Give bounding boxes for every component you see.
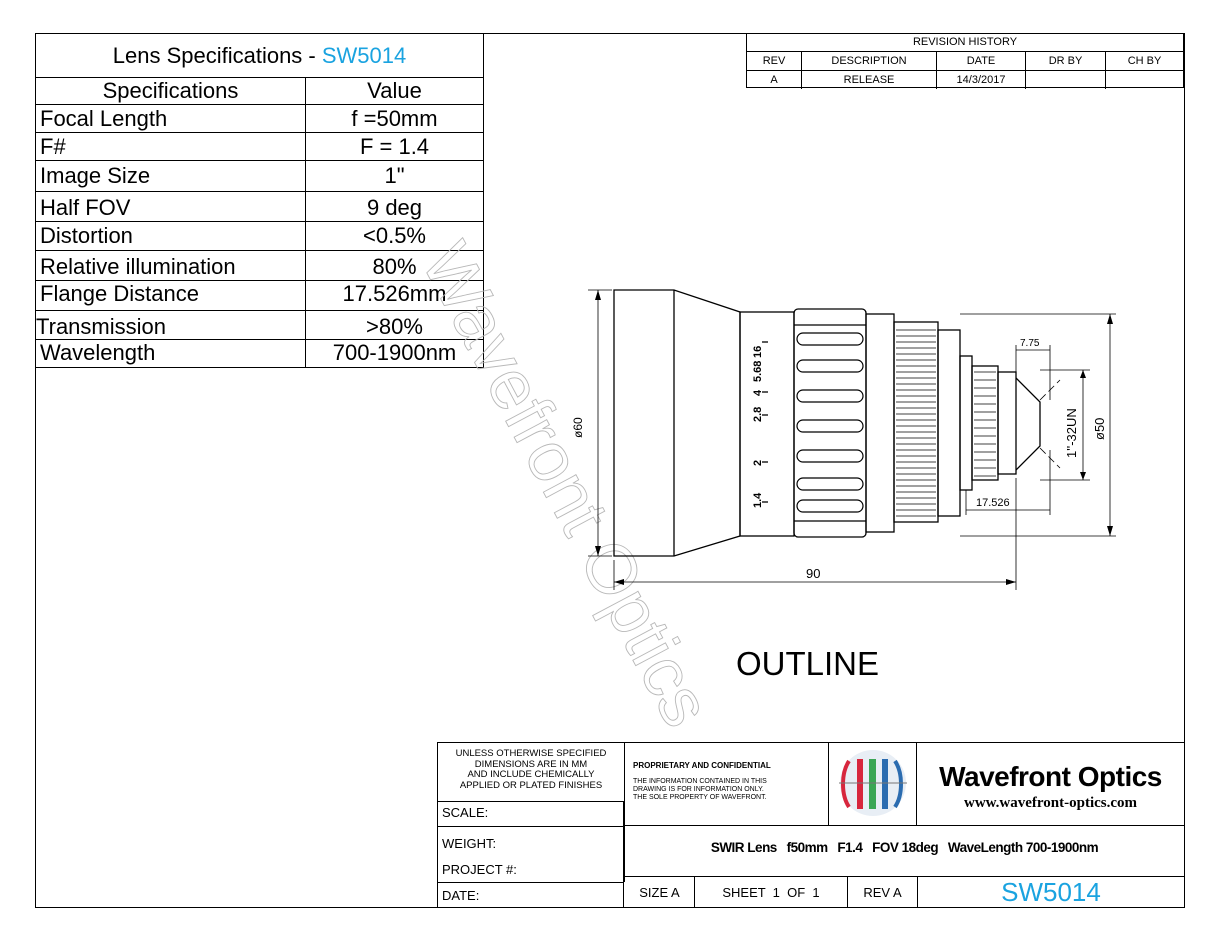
spec-row: Relative illumination 80% (36, 251, 483, 281)
spec-value: F = 1.4 (359, 134, 430, 159)
proprietary-line: DRAWING IS FOR INFORMATION ONLY. (633, 786, 764, 793)
revision-row: A RELEASE 14/3/2017 (747, 71, 1183, 89)
company-logo (829, 743, 917, 826)
dim-rear-dia: ø50 (1092, 418, 1107, 440)
company-name: Wavefront Optics (939, 761, 1162, 792)
spec-value: 700-1900nm (332, 340, 457, 365)
dr-by-header: DR BY (1026, 52, 1106, 70)
rev-header: REV (747, 52, 802, 70)
spec-key: Image Size (40, 163, 151, 188)
date-value: 14/3/2017 (937, 71, 1026, 89)
spec-header-row: Specifications Value (36, 78, 483, 105)
note-line: DIMENSIONS ARE IN MM (474, 758, 588, 770)
spec-key: Wavelength (40, 340, 156, 365)
date-header: DATE (937, 52, 1026, 70)
fstop-label: 2 (752, 460, 764, 466)
spec-row: Half FOV 9 deg (36, 192, 483, 222)
sheet-field: SHEET 1 OF 1 (695, 877, 848, 907)
spec-table: Lens Specifications - SW5014 Specificati… (35, 33, 484, 368)
fstop-label: 16 (752, 346, 764, 358)
size-field: SIZE A (625, 877, 695, 907)
spec-key: Distortion (40, 223, 133, 248)
part-number: SW5014 (1001, 877, 1101, 907)
outline-title: OUTLINE (736, 645, 879, 682)
proprietary-block: PROPRIETARY AND CONFIDENTIAL THE INFORMA… (625, 743, 829, 826)
spec-key: Transmission (36, 314, 166, 339)
date-field: DATE: (438, 882, 624, 908)
dim-flange: 17.526 (976, 497, 1010, 509)
watermark-text: Wavefront Optics (407, 230, 727, 738)
spec-value: <0.5% (363, 223, 426, 248)
dim-length: 90 (806, 566, 820, 581)
spec-key: Flange Distance (40, 281, 199, 306)
description-header: DESCRIPTION (802, 52, 937, 70)
dim-thread-length: 7.75 (1020, 338, 1040, 349)
notes-block: UNLESS OTHERWISE SPECIFIED DIMENSIONS AR… (438, 745, 624, 797)
rev-field: REV A (848, 877, 918, 907)
title-block: UNLESS OTHERWISE SPECIFIED DIMENSIONS AR… (437, 742, 1185, 908)
proprietary-line: THE SOLE PROPERTY OF WAVEFRONT. (633, 794, 767, 801)
description-value: RELEASE (802, 71, 937, 89)
spec-row: F# F = 1.4 (36, 133, 483, 161)
weight-project-field: WEIGHT: PROJECT #: (438, 826, 624, 882)
note-line: UNLESS OTHERWISE SPECIFIED (455, 748, 607, 759)
spec-row: Image Size 1" (36, 161, 483, 192)
rev-value: A (747, 71, 802, 89)
spec-header-value: Value (367, 78, 422, 103)
spec-row: Flange Distance 17.526mm (36, 281, 483, 311)
spec-title-code: SW5014 (321, 43, 407, 68)
spec-row: Transmission >80% (36, 311, 483, 340)
revision-caption: REVISION HISTORY (747, 34, 1183, 52)
spec-title-text: Lens Specifications - (112, 43, 322, 68)
spec-value: 80% (372, 254, 417, 279)
note-line: APPLIED OR PLATED FINISHES (459, 779, 603, 791)
spec-value: f =50mm (351, 106, 438, 131)
project-label: PROJECT #: (442, 862, 517, 877)
fstop-label: 2.8 (752, 407, 764, 422)
note-line: AND INCLUDE CHEMICALLY (467, 769, 595, 780)
proprietary-line: THE INFORMATION CONTAINED IN THIS (633, 778, 767, 785)
spec-value: >80% (366, 314, 423, 339)
spec-key: Half FOV (40, 195, 131, 220)
spec-table-title: Lens Specifications - SW5014 (36, 34, 483, 78)
spec-row: Wavelength 700-1900nm (36, 340, 483, 368)
spec-value: 9 deg (366, 195, 423, 220)
spec-key: F# (40, 134, 66, 159)
dim-thread: 1''-32UN (1064, 408, 1079, 458)
revision-header-row: REV DESCRIPTION DATE DR BY CH BY (747, 52, 1183, 71)
dim-overall-dia: ø60 (571, 417, 585, 438)
dr-by-value (1026, 71, 1106, 89)
spec-value: 1" (384, 163, 405, 188)
fstop-label: 4 (752, 389, 764, 396)
spec-key: Relative illumination (40, 254, 236, 279)
part-description: SWIR Lens f50mm F1.4 FOV 18deg WaveLengt… (625, 826, 1184, 877)
spec-value: 17.526mm (342, 281, 447, 306)
spec-header-key: Specifications (102, 78, 239, 103)
fstop-label: 5.68 (752, 361, 764, 382)
weight-label: WEIGHT: (442, 836, 497, 851)
ch-by-header: CH BY (1127, 55, 1162, 67)
company-website: www.wavefront-optics.com (963, 795, 1138, 811)
scale-field: SCALE: (438, 801, 624, 826)
fstop-label: 1.4 (752, 492, 764, 508)
company-block: Wavefront Optics www.wavefront-optics.co… (917, 743, 1184, 826)
spec-row: Distortion <0.5% (36, 222, 483, 251)
revision-history-table: REVISION HISTORY REV DESCRIPTION DATE DR… (746, 33, 1184, 89)
proprietary-title: PROPRIETARY AND CONFIDENTIAL (633, 761, 771, 770)
spec-key: Focal Length (40, 106, 168, 131)
spec-row: Focal Length f =50mm (36, 105, 483, 133)
